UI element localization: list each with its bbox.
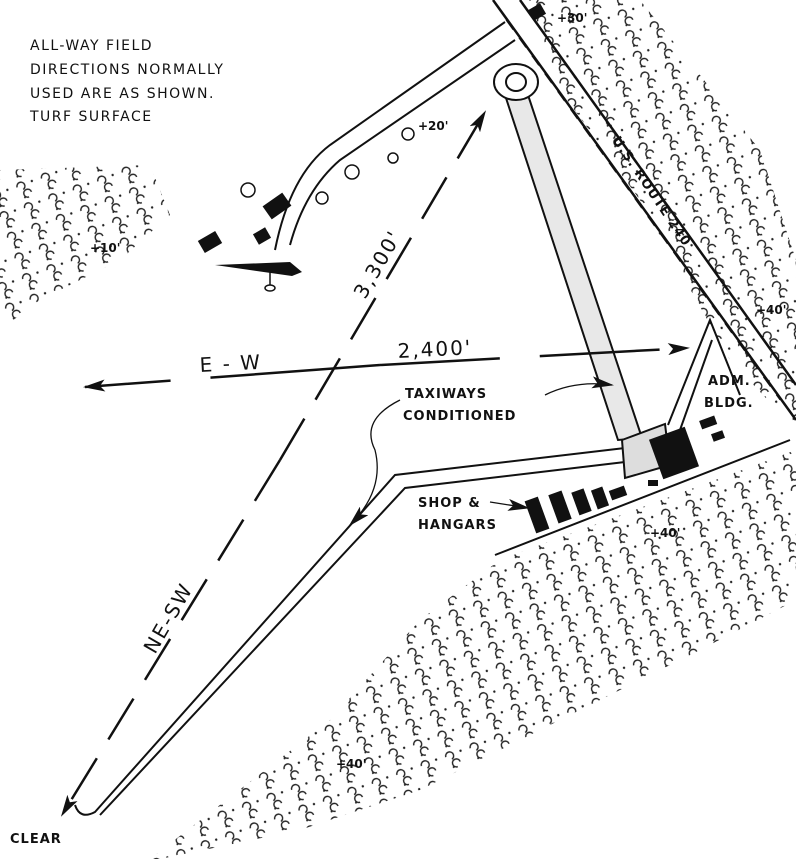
trees-west — [0, 165, 170, 330]
shop-leader — [489, 498, 530, 511]
elevation-top: +30' — [557, 11, 587, 25]
svg-text:ALL-WAY FIELD: ALL-WAY FIELD — [30, 38, 153, 54]
ne-sw-length: 3,300' — [349, 226, 407, 303]
wind-tee-icon — [215, 262, 302, 292]
runway-e-w — [83, 363, 381, 392]
elevation-south: +40' — [336, 757, 366, 771]
svg-text:TURF SURFACE: TURF SURFACE — [29, 109, 153, 125]
clear-label: CLEAR — [10, 832, 62, 847]
adm-label: ADM. — [708, 374, 751, 389]
elevation-west: +10' — [90, 241, 120, 255]
runway-ne-sw-south — [60, 459, 282, 817]
elevation-hangars: +40' — [650, 526, 680, 540]
shop-label-2: HANGARS — [418, 518, 497, 533]
shop-label: SHOP & — [418, 496, 481, 511]
runway-e-w-east — [379, 343, 690, 367]
svg-text:USED ARE AS SHOWN.: USED ARE AS SHOWN. — [30, 86, 215, 102]
north-taxiway — [493, 63, 644, 442]
elevation-east: +40' — [756, 303, 786, 317]
small-trees — [240, 127, 415, 205]
e-w-length: 2,400' — [397, 335, 473, 363]
trees-south — [150, 450, 796, 859]
taxiway-leader-2 — [348, 399, 401, 527]
buildings — [197, 3, 726, 534]
taxiways-label-2: CONDITIONED — [403, 409, 516, 424]
svg-text:DIRECTIONS NORMALLY: DIRECTIONS NORMALLY — [30, 62, 224, 78]
us-route-240 — [491, 0, 796, 421]
north-road — [274, 21, 516, 251]
field-note: ALL-WAY FIELD DIRECTIONS NORMALLY USED A… — [29, 38, 224, 125]
elevation-road-north: +20' — [418, 119, 448, 133]
ne-sw-label: NE-SW — [139, 579, 198, 658]
taxiway-leader — [544, 376, 614, 396]
e-w-label: E - W — [199, 350, 263, 377]
east-road — [494, 317, 791, 556]
taxiways-label: TAXIWAYS — [405, 387, 487, 402]
adm-label-2: BLDG. — [704, 396, 754, 411]
